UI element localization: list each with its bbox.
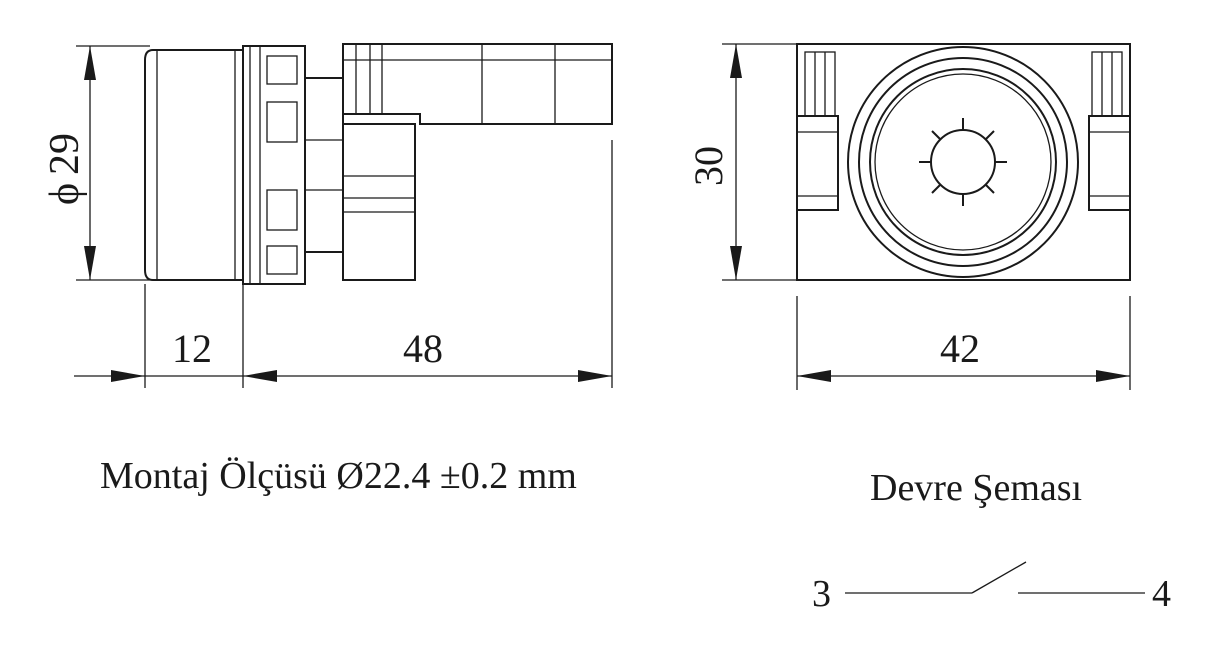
- terminal-left: 3: [812, 573, 831, 615]
- dimension-length: [74, 140, 613, 388]
- circuit-schematic: [845, 561, 1145, 594]
- rear-view: [796, 43, 1131, 281]
- dimension-width: [796, 296, 1131, 390]
- circuit-caption: Devre Şeması: [870, 467, 1082, 509]
- height-label: 30: [686, 146, 731, 186]
- dimension-diameter: [76, 45, 150, 281]
- diameter-symbol: ϕ: [42, 183, 88, 205]
- dimension-height: [722, 43, 797, 281]
- width-label: 42: [940, 326, 980, 371]
- terminal-right: 4: [1152, 573, 1171, 615]
- side-view: [144, 43, 613, 285]
- length-front-label: 12: [172, 326, 212, 371]
- length-body-label: 48: [403, 326, 443, 371]
- mounting-caption: Montaj Ölçüsü Ø22.4 ±0.2 mm: [100, 455, 577, 497]
- diameter-label: 29: [42, 133, 88, 175]
